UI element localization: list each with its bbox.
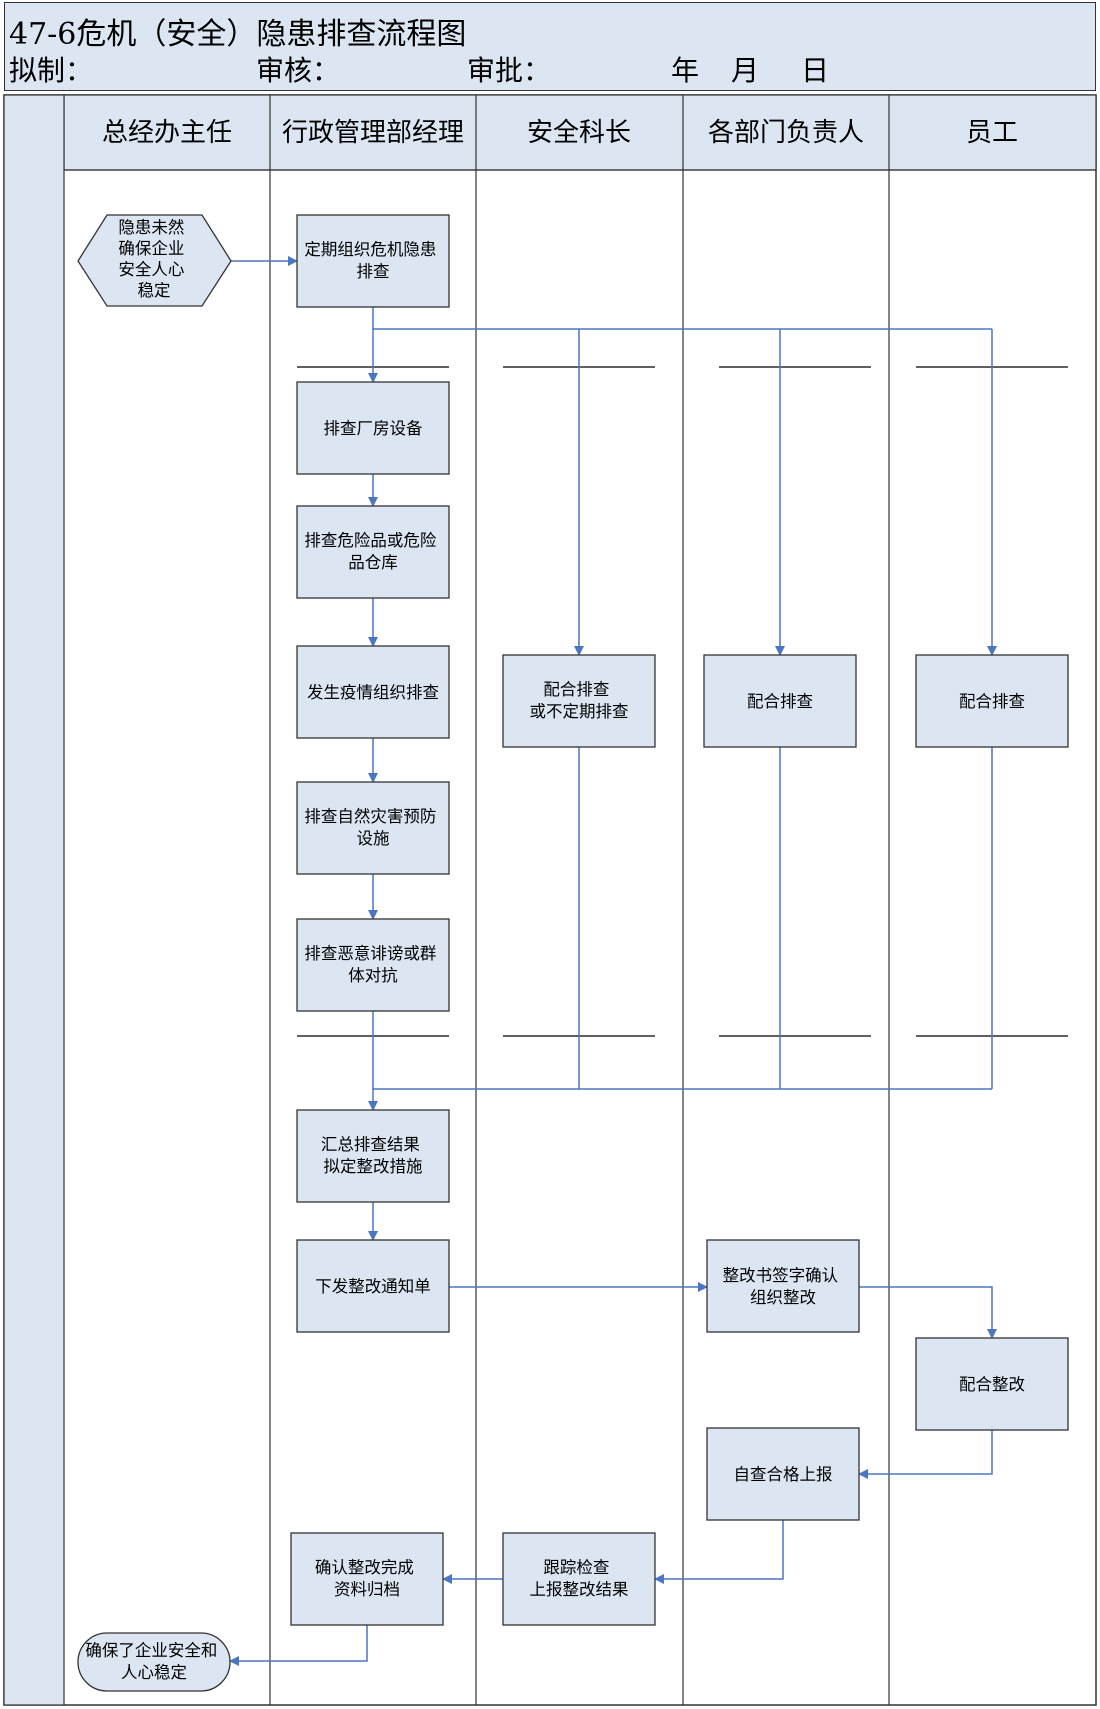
header-panel: 47-6危机（安全）隐患排查流程图 拟制： 审核： 审批： 年 月 日 — [4, 2, 1096, 91]
hazmat-label: 排查危险品或危险 品仓库 — [304, 531, 441, 572]
start-label-line-4: 稳定 — [138, 281, 171, 300]
end-label-line-1: 确保了企业安全和 — [85, 1641, 217, 1660]
node-staff-assist — [915, 654, 1069, 748]
petition-label-line-1: 排查恶意诽谤或群 — [304, 944, 436, 963]
lane-label-dept-heads: 各部门负责人 — [708, 118, 864, 148]
outer-frame — [3, 94, 1097, 1706]
arrow-self-check-to-track — [654, 1520, 784, 1584]
node-notice — [296, 1239, 450, 1333]
staff-fix-label: 配合整改 — [959, 1375, 1025, 1394]
petition-label-line-2: 体对抗 — [348, 966, 398, 985]
node-organize — [296, 214, 450, 308]
safety-assist-label-line-1: 配合排查 — [543, 680, 609, 699]
lane-label-gm-office: 总经办主任 — [102, 118, 232, 148]
node-dept-assist — [703, 654, 857, 748]
lane-grid — [3, 94, 1097, 1706]
disaster-label: 排查自然灾害预防 设施 — [304, 807, 441, 848]
month-label: 月 — [731, 54, 760, 87]
parallel-bars — [297, 366, 1068, 1037]
petition-label: 排查恶意诽谤或群 体对抗 — [304, 944, 441, 985]
hazmat-label-line-2: 品仓库 — [348, 553, 398, 572]
page-title: 47-6危机（安全）隐患排查流程图 — [9, 17, 467, 52]
start-label-line-3: 安全人心 — [118, 260, 184, 279]
node-staff-fix — [915, 1337, 1069, 1431]
arrow-staff-fix-to-self-check — [858, 1430, 993, 1479]
track-label-line-1: 跟踪检查 — [543, 1558, 609, 1577]
organize-label-line-1: 定期组织危机隐患 — [304, 240, 436, 259]
day-label: 日 — [801, 54, 830, 87]
summary-label-line-2: 拟定整改措施 — [324, 1157, 423, 1176]
lane-labels: 总经办主任 行政管理部经理 安全科长 各部门负责人 员工 — [102, 118, 1018, 148]
track-label: 跟踪检查 上报整改结果 — [530, 1558, 629, 1599]
sign-label-line-1: 整改书签字确认 — [723, 1266, 839, 1285]
start-label-line-1: 隐患未然 — [118, 218, 184, 237]
lane-header-row — [63, 94, 1097, 171]
end-terminator — [77, 1632, 231, 1692]
nodes — [77, 214, 1069, 1692]
sign-label-line-2: 组织整改 — [750, 1288, 816, 1307]
organize-label-line-2: 排查 — [357, 262, 390, 281]
dept-assist-label: 配合排查 — [747, 692, 813, 711]
notice-label: 下发整改通知单 — [315, 1277, 431, 1296]
safety-assist-label-line-2: 或不定期排查 — [530, 702, 629, 721]
track-label-line-2: 上报整改结果 — [530, 1580, 629, 1599]
end-label: 确保了企业安全和 人心稳定 — [85, 1641, 222, 1682]
end-label-line-2: 人心稳定 — [121, 1663, 187, 1682]
node-confirm — [290, 1532, 444, 1626]
summary-label-line-1: 汇总排查结果 — [321, 1135, 420, 1154]
node-safety-assist — [502, 654, 656, 748]
line-join-branch — [373, 747, 993, 1090]
node-epidemic — [296, 645, 450, 739]
lane-label-staff: 员工 — [966, 118, 1018, 148]
confirm-label-line-2: 资料归档 — [334, 1580, 400, 1599]
self-check-label: 自查合格上报 — [734, 1465, 833, 1484]
node-self-check — [706, 1427, 860, 1521]
approve-label: 审批： — [467, 54, 552, 87]
node-hazmat — [296, 505, 450, 599]
connectors — [229, 256, 997, 1666]
left-margin-column — [3, 94, 65, 1706]
year-label: 年 — [671, 54, 700, 87]
node-labels: 隐患未然 确保企业 安全人心 稳定 定期组织危机隐患 排查 排查厂房设备 排查危… — [85, 218, 1025, 1682]
confirm-label: 确认整改完成 资料归档 — [315, 1558, 419, 1599]
node-plant — [296, 381, 450, 475]
node-petition — [296, 918, 450, 1012]
start-label: 隐患未然 确保企业 安全人心 稳定 — [118, 218, 189, 300]
node-disaster — [296, 781, 450, 875]
arrow-sign-to-staff-fix — [859, 1286, 997, 1339]
draft-label: 拟制： — [9, 54, 94, 87]
disaster-label-line-1: 排查自然灾害预防 — [304, 807, 436, 826]
disaster-label-line-2: 设施 — [357, 829, 390, 848]
sign-label: 整改书签字确认 组织整改 — [723, 1266, 844, 1307]
node-track — [502, 1532, 656, 1626]
node-summary — [296, 1109, 450, 1203]
hazmat-label-line-1: 排查危险品或危险 — [304, 531, 437, 550]
review-label: 审核： — [256, 54, 341, 87]
organize-label: 定期组织危机隐患 排查 — [304, 240, 441, 281]
safety-assist-label: 配合排查 或不定期排查 — [530, 680, 629, 721]
node-sign — [706, 1239, 860, 1333]
summary-label: 汇总排查结果 拟定整改措施 — [321, 1135, 425, 1176]
start-label-line-2: 确保企业 — [118, 239, 184, 258]
lane-label-safety-chief: 安全科长 — [527, 118, 631, 148]
lane-label-admin-manager: 行政管理部经理 — [282, 118, 464, 148]
plant-label: 排查厂房设备 — [324, 419, 424, 438]
arrow-confirm-to-end — [229, 1625, 368, 1666]
epidemic-label: 发生疫情组织排查 — [307, 683, 439, 702]
staff-assist-label: 配合排查 — [959, 692, 1025, 711]
confirm-label-line-1: 确认整改完成 — [315, 1558, 414, 1577]
start-hexagon — [77, 214, 232, 307]
